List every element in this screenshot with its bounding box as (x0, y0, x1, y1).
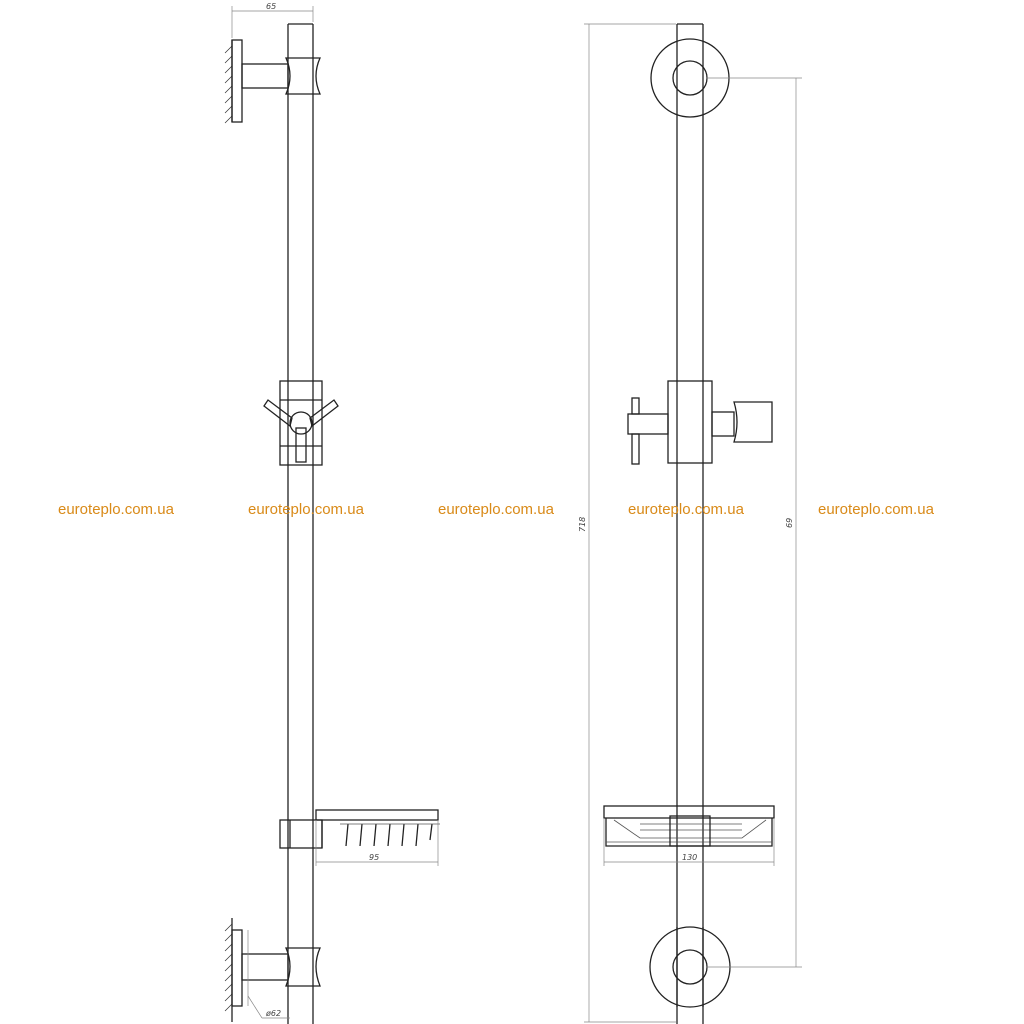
front-dimensions (584, 23, 802, 1023)
top-bracket-arm (241, 63, 289, 89)
dim-soap-dish-width: 130 (682, 853, 697, 862)
top-clamp (285, 57, 321, 95)
side-view (224, 23, 440, 1024)
side-soap-dish (279, 809, 440, 849)
bottom-clamp (285, 947, 321, 987)
front-rod (676, 23, 704, 1024)
dim-flange-diameter: ø62 (265, 1009, 281, 1018)
side-rod (287, 23, 314, 1024)
watermark-2: euroteplo.com.ua (248, 501, 365, 518)
top-wall-section (224, 39, 243, 124)
side-slider (263, 380, 339, 466)
side-dimensions (231, 6, 439, 1019)
front-view (603, 23, 775, 1024)
bottom-bracket-arm (241, 953, 289, 981)
watermark-5: euroteplo.com.ua (818, 501, 935, 518)
bottom-wall-section (224, 918, 243, 1022)
dim-soap-dish-depth: 95 (369, 853, 379, 862)
bottom-flange-inner (672, 949, 708, 985)
dim-mount-offset: 65 (266, 2, 276, 11)
dim-mount-spacing: 69 (785, 518, 794, 528)
front-slider (627, 380, 773, 465)
watermark-row: euroteplo.com.ua euroteplo.com.ua eurote… (58, 501, 935, 518)
front-soap-dish (603, 805, 775, 847)
watermark-1: euroteplo.com.ua (58, 501, 175, 518)
top-flange-inner (672, 60, 708, 96)
watermark-3: euroteplo.com.ua (438, 501, 555, 518)
watermark-4: euroteplo.com.ua (628, 501, 745, 518)
dim-total-height: 718 (578, 517, 587, 532)
